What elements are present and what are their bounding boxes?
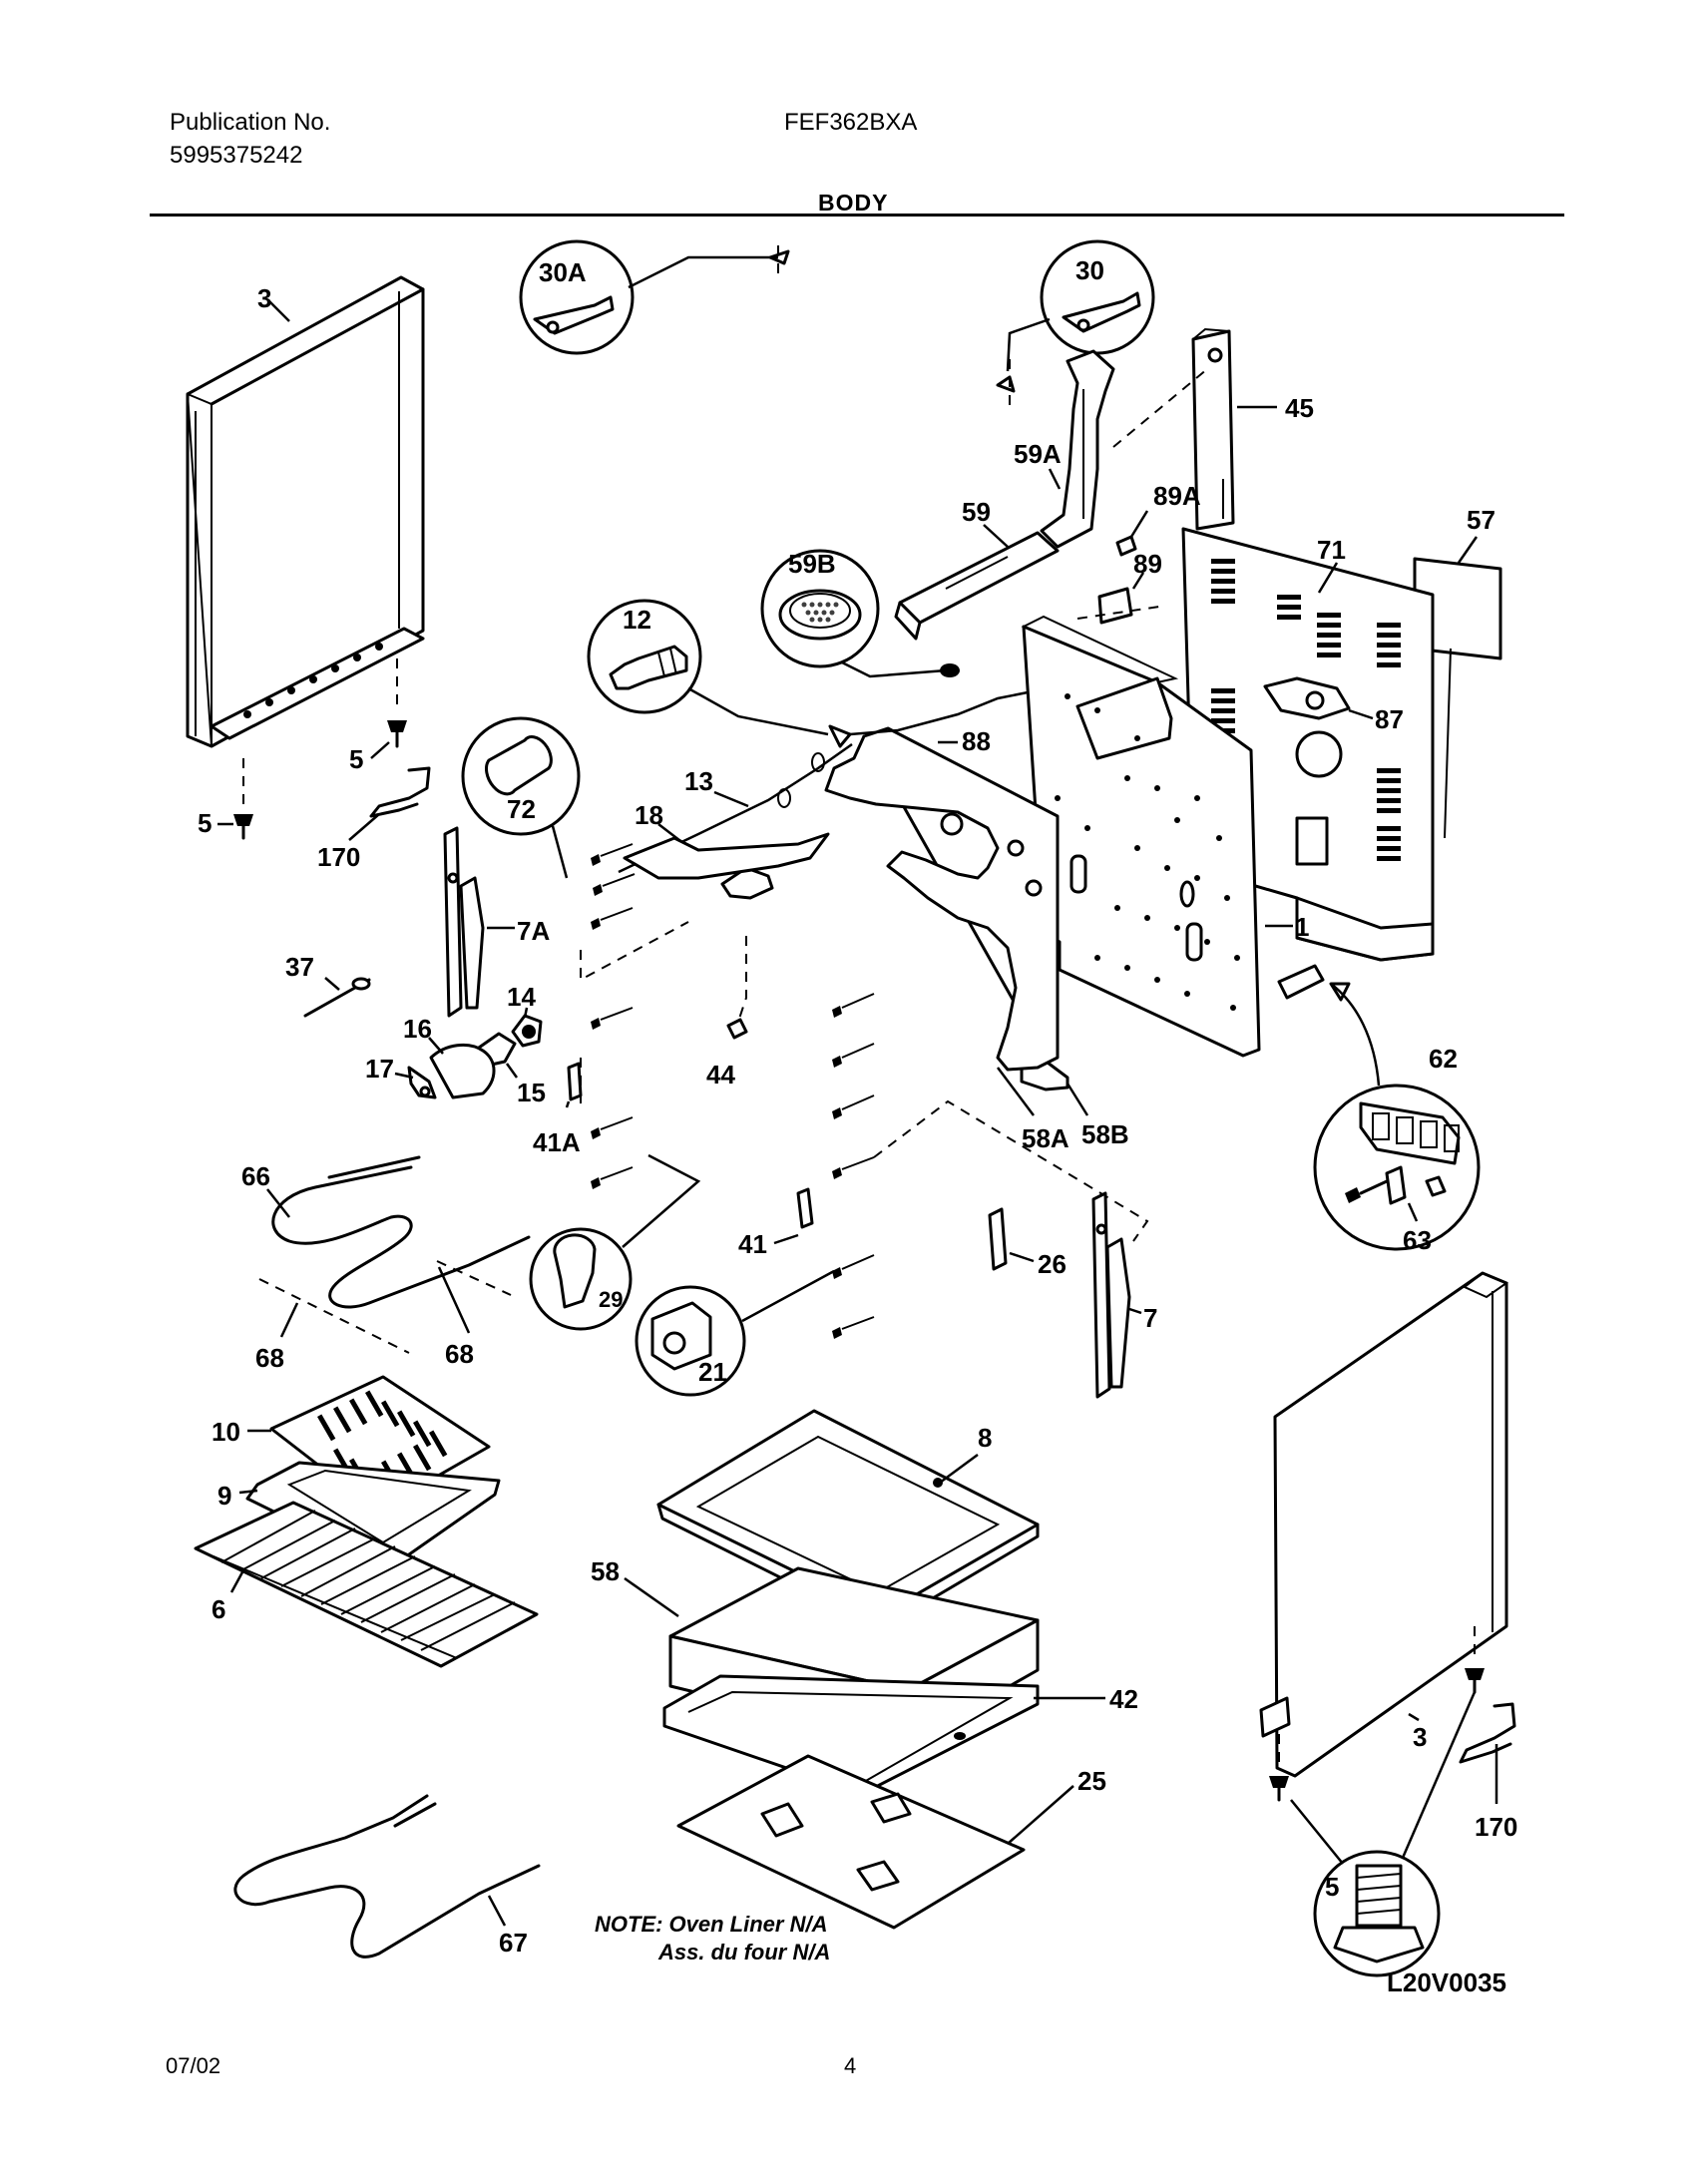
callout-170-left: 170 xyxy=(317,842,360,872)
callout-6: 6 xyxy=(212,1594,225,1624)
note-line-1: NOTE: Oven Liner N/A xyxy=(595,1912,827,1937)
callout-44: 44 xyxy=(706,1060,735,1090)
publication-number: 5995375242 xyxy=(170,142,303,169)
oven-back-1 xyxy=(1021,615,1261,1058)
callout-18: 18 xyxy=(635,800,663,830)
callout-5-b: 5 xyxy=(198,808,212,838)
side-panel-left xyxy=(186,275,425,748)
callout-89: 89 xyxy=(1133,549,1162,579)
callout-58: 58 xyxy=(591,1556,620,1586)
callout-1: 1 xyxy=(1295,912,1309,942)
bracket-170-left xyxy=(369,766,431,818)
bracket-170-right xyxy=(1459,1702,1516,1764)
callout-16: 16 xyxy=(403,1014,432,1044)
oven-rack-6 xyxy=(194,1501,539,1668)
callout-21: 21 xyxy=(698,1357,727,1387)
callout-63: 63 xyxy=(1403,1225,1432,1255)
callout-41: 41 xyxy=(738,1229,767,1259)
callout-66: 66 xyxy=(241,1161,270,1191)
screw-icon xyxy=(387,658,407,748)
callout-59B: 59B xyxy=(788,549,836,579)
insulation-58A-58B xyxy=(824,726,1069,1092)
note-line-2: Ass. du four N/A xyxy=(657,1940,830,1965)
callout-57: 57 xyxy=(1467,505,1495,535)
callout-10: 10 xyxy=(212,1417,240,1447)
duct-59A xyxy=(1040,349,1115,549)
callout-3-left: 3 xyxy=(257,283,271,313)
callout-8: 8 xyxy=(978,1423,992,1453)
callout-170-right: 170 xyxy=(1475,1812,1517,1842)
callout-87: 87 xyxy=(1375,704,1404,734)
footer-page-number: 4 xyxy=(844,2053,857,2078)
screw-icon xyxy=(233,758,253,840)
callout-68-left: 68 xyxy=(255,1343,284,1373)
callout-15: 15 xyxy=(517,1078,546,1107)
clip-41 xyxy=(796,1187,814,1229)
callout-30: 30 xyxy=(1075,255,1104,285)
callout-7A: 7A xyxy=(517,916,550,946)
broiler-pan-9 xyxy=(245,1461,501,1570)
callout-37: 37 xyxy=(285,952,314,982)
callout-17: 17 xyxy=(365,1054,394,1084)
callout-59: 59 xyxy=(962,497,991,527)
element-66 xyxy=(271,1155,531,1309)
callout-25: 25 xyxy=(1077,1766,1106,1796)
sensor-37 xyxy=(303,977,371,1018)
screw-icon xyxy=(1269,1734,1289,1802)
callout-68-right: 68 xyxy=(445,1339,474,1369)
clip-41A xyxy=(567,1062,583,1101)
hinge-7 xyxy=(1091,1191,1131,1399)
callout-67: 67 xyxy=(499,1928,528,1958)
hinge-7A xyxy=(443,826,485,1018)
header-rule xyxy=(150,214,1564,217)
lamp-assembly xyxy=(407,1014,543,1099)
duct-59 xyxy=(894,531,1060,641)
callout-26: 26 xyxy=(1038,1249,1067,1279)
callout-58B: 58B xyxy=(1081,1119,1129,1149)
screw-column-b xyxy=(832,993,875,1339)
callout-7: 7 xyxy=(1143,1303,1157,1333)
callout-88: 88 xyxy=(962,726,991,756)
clip-26 xyxy=(988,1207,1008,1271)
terminal-block-62 xyxy=(1277,964,1325,1000)
screw-column-a xyxy=(591,843,636,1189)
callout-71: 71 xyxy=(1317,535,1346,565)
callout-29: 29 xyxy=(599,1287,623,1312)
oven-bottom-42 xyxy=(662,1674,1040,1796)
section-title: BODY xyxy=(818,190,889,216)
bottom-panel-25 xyxy=(676,1754,1026,1930)
callout-42: 42 xyxy=(1109,1684,1138,1714)
callout-59A: 59A xyxy=(1014,439,1062,469)
callout-13: 13 xyxy=(684,766,713,796)
screw-icon xyxy=(1465,1626,1485,1694)
callout-12: 12 xyxy=(623,605,651,635)
callout-14: 14 xyxy=(507,982,536,1012)
bracket-45 xyxy=(1191,327,1235,531)
callout-5-c: 5 xyxy=(1325,1872,1339,1902)
callout-58A: 58A xyxy=(1022,1123,1069,1153)
callout-89A: 89A xyxy=(1153,481,1201,511)
footer-date: 07/02 xyxy=(166,2053,221,2078)
model-number: FEF362BXA xyxy=(784,109,918,136)
diagram-code: L20V0035 xyxy=(1387,1967,1506,1997)
callout-9: 9 xyxy=(217,1481,231,1511)
publication-label: Publication No. xyxy=(170,109,331,136)
callout-62: 62 xyxy=(1429,1044,1458,1074)
callout-30A: 30A xyxy=(539,257,587,287)
callout-5-a: 5 xyxy=(349,744,363,774)
callout-41A: 41A xyxy=(533,1127,581,1157)
callout-72: 72 xyxy=(507,794,536,824)
callout-3-right: 3 xyxy=(1413,1722,1427,1752)
element-67 xyxy=(233,1794,541,1959)
sensor-44 xyxy=(726,1018,748,1040)
side-panel-right xyxy=(1259,1271,1509,1778)
bracket-89 xyxy=(1076,587,1160,625)
callout-45: 45 xyxy=(1285,393,1314,423)
